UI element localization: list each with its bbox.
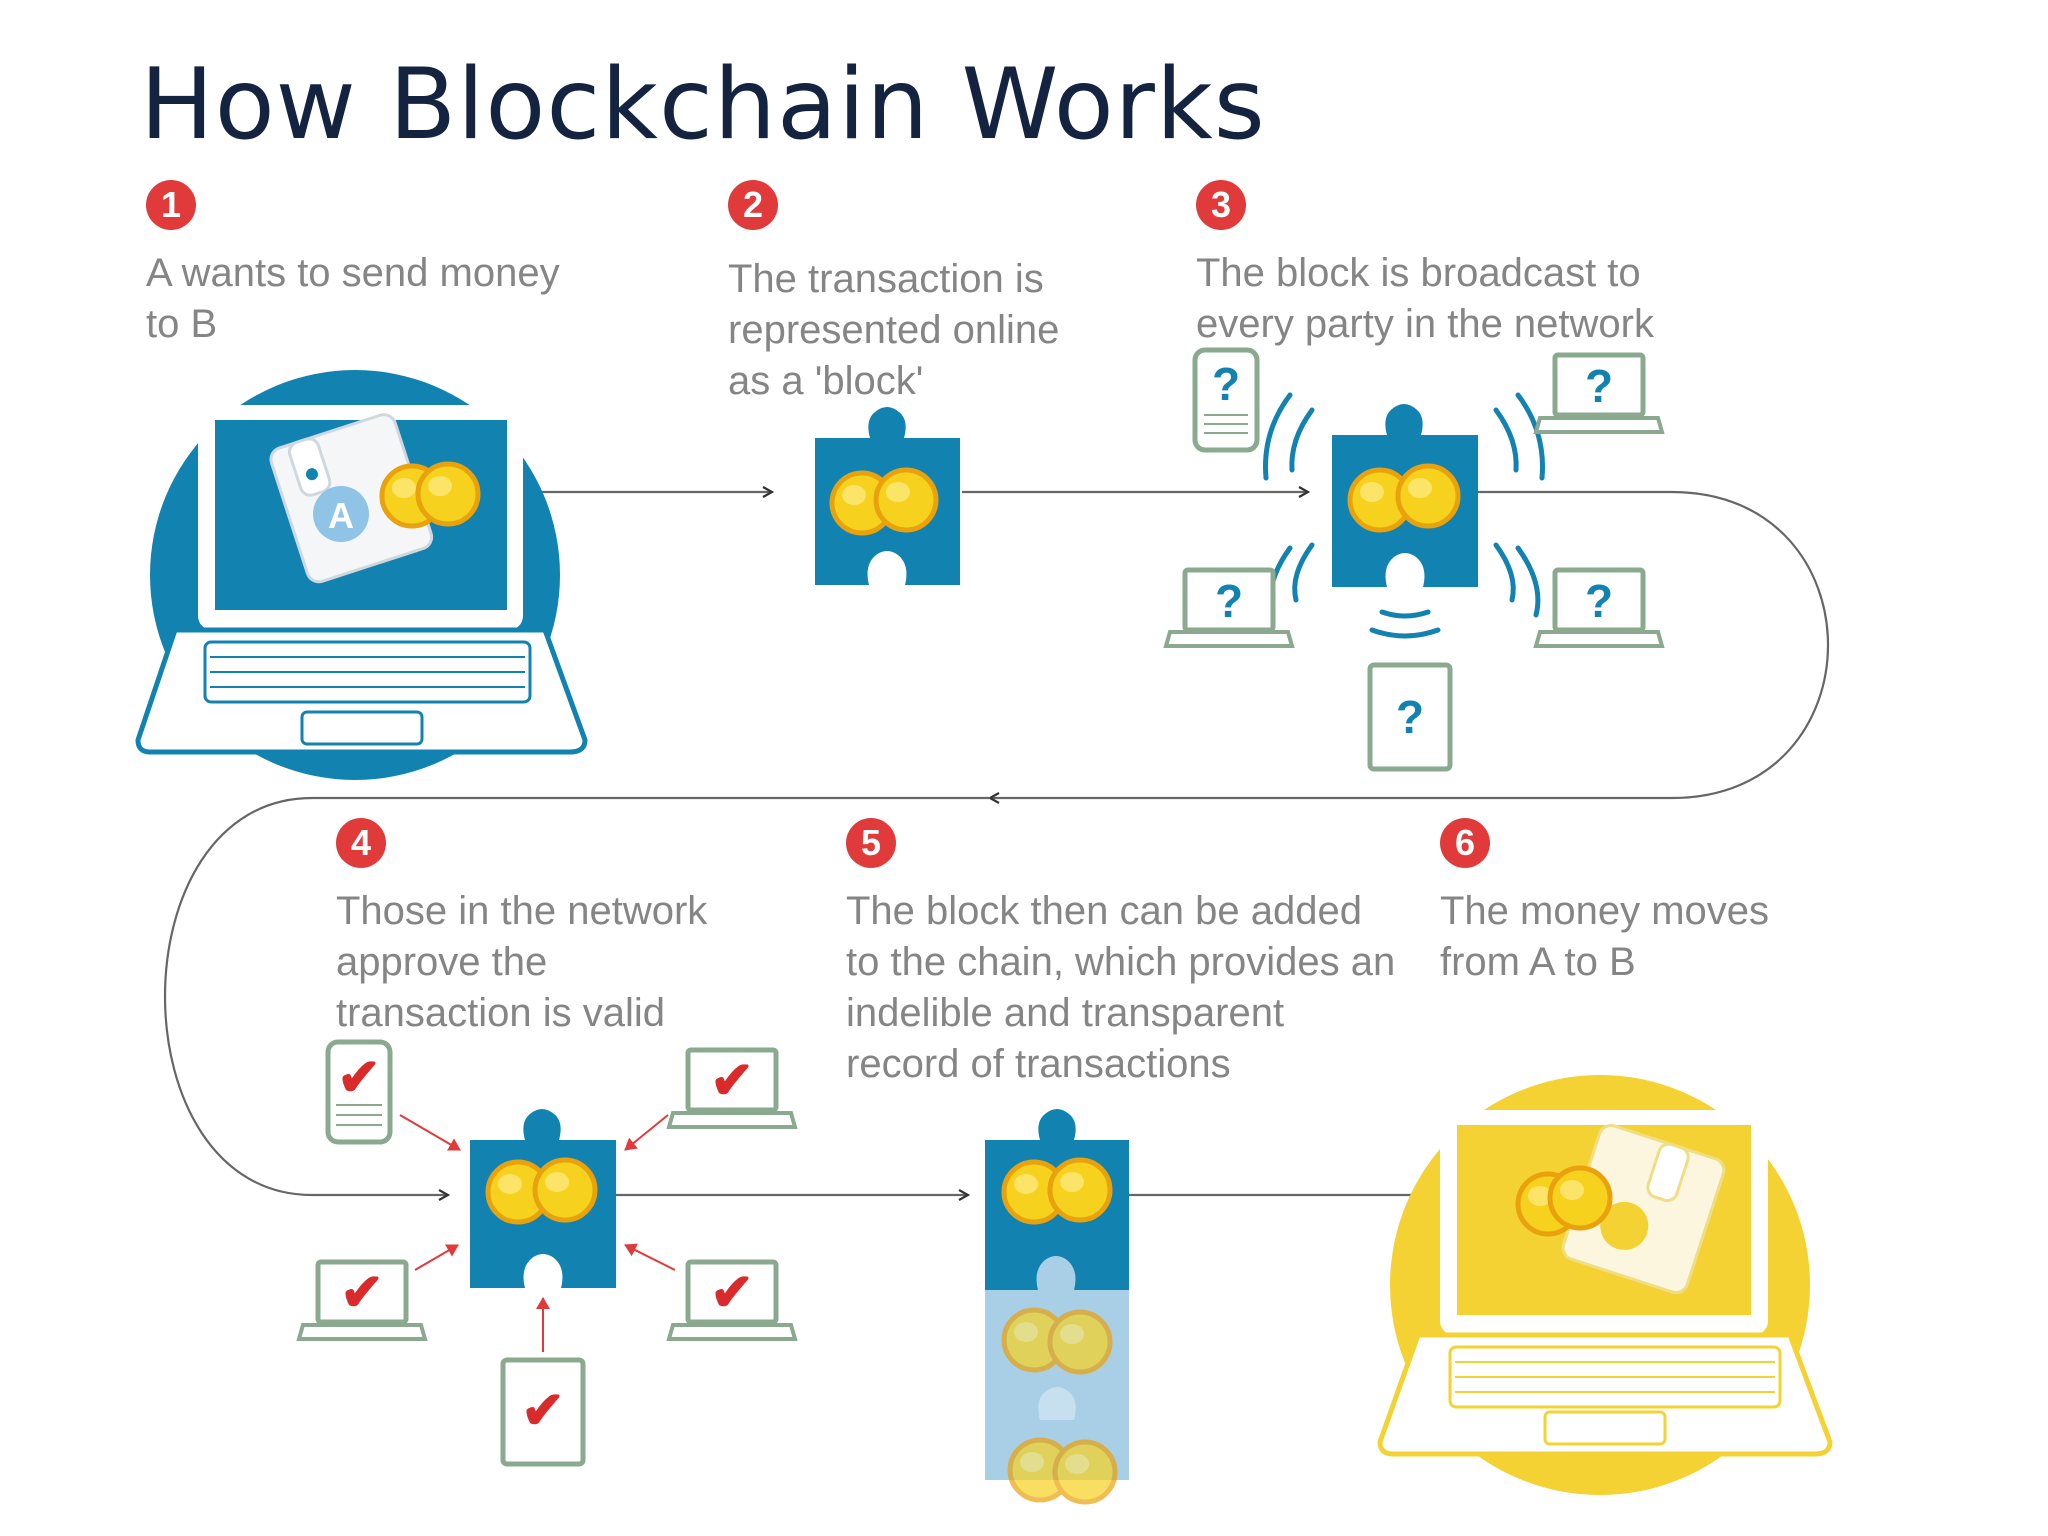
device-laptop-unknown-top-right: ?	[1533, 352, 1665, 434]
device-laptop-unknown-bottom-right: ?	[1533, 567, 1665, 648]
approval-illustration: ✔ ✔ ✔ ✔ ✔	[296, 1039, 798, 1467]
step-6-caption: The money moves from A to B	[1440, 889, 1770, 984]
broadcast-block	[1332, 404, 1478, 587]
step-3-badge: 3	[1196, 180, 1246, 230]
device-laptop-approved-bottom-left: ✔	[296, 1259, 428, 1341]
device-laptop-approved-top-right: ✔	[666, 1047, 798, 1129]
approval-block	[470, 1109, 616, 1288]
receiver-laptop-illustration	[1377, 1075, 1833, 1495]
question-mark-2: ?	[1585, 360, 1613, 412]
device-laptop-unknown-bottom-left: ?	[1163, 567, 1295, 648]
sender-trackpad	[300, 710, 424, 746]
check-mark-4: ✔	[710, 1264, 754, 1322]
step-2-badge: 2	[728, 180, 778, 230]
step-5: 5 The block then can be added to the cha…	[846, 818, 1406, 1090]
device-tablet-approved: ✔	[500, 1357, 586, 1467]
check-mark-2: ✔	[710, 1052, 754, 1110]
check-mark-5: ✔	[521, 1382, 565, 1440]
connector-3-to-4	[990, 490, 1829, 798]
question-mark-5: ?	[1396, 691, 1424, 743]
sender-laptop-illustration: A	[135, 370, 588, 780]
step-2-caption: The transaction is represented online as…	[728, 257, 1060, 403]
question-mark-3: ?	[1215, 575, 1243, 627]
receiver-wallet-icon	[1561, 1123, 1726, 1295]
step-3: 3 The block is broadcast to every party …	[1196, 180, 1716, 350]
chain-illustration	[985, 1109, 1129, 1502]
approval-arrows	[399, 1114, 676, 1352]
flow-connectors	[164, 490, 1829, 1195]
broadcast-illustration: ? ? ? ? ?	[1163, 347, 1665, 772]
step-3-caption: The block is broadcast to every party in…	[1196, 251, 1654, 346]
sender-label-a: A	[328, 495, 354, 536]
step-5-badge: 5	[846, 818, 896, 868]
step-4: 4 Those in the network approve the trans…	[336, 818, 746, 1039]
step-4-badge: 4	[336, 818, 386, 868]
connector-row-return	[164, 796, 990, 1195]
sender-coins	[382, 464, 478, 526]
device-phone-unknown: ?	[1192, 347, 1260, 453]
step-1-badge: 1	[146, 180, 196, 230]
step-2: 2 The transaction is represented online …	[728, 180, 1098, 407]
sender-avatar-a	[313, 486, 369, 542]
step-4-caption: Those in the network approve the transac…	[336, 889, 708, 1035]
device-laptop-approved-bottom-right: ✔	[666, 1259, 798, 1341]
device-phone-approved: ✔	[325, 1039, 393, 1145]
device-tablet-unknown: ?	[1367, 662, 1453, 772]
step-6-badge: 6	[1440, 818, 1490, 868]
receiver-trackpad	[1543, 1410, 1667, 1446]
keyboard-keys	[210, 656, 525, 688]
step-1: 1 A wants to send money to B	[146, 180, 566, 350]
transaction-block	[815, 407, 960, 585]
question-mark-4: ?	[1585, 575, 1613, 627]
step-6: 6 The money moves from A to B	[1440, 818, 1820, 988]
step-1-caption: A wants to send money to B	[146, 251, 560, 346]
question-mark-1: ?	[1212, 358, 1240, 410]
check-mark-3: ✔	[340, 1264, 384, 1322]
check-mark-1: ✔	[337, 1049, 381, 1107]
step-5-caption: The block then can be added to the chain…	[846, 889, 1396, 1086]
page-title: How Blockchain Works	[140, 48, 1266, 162]
